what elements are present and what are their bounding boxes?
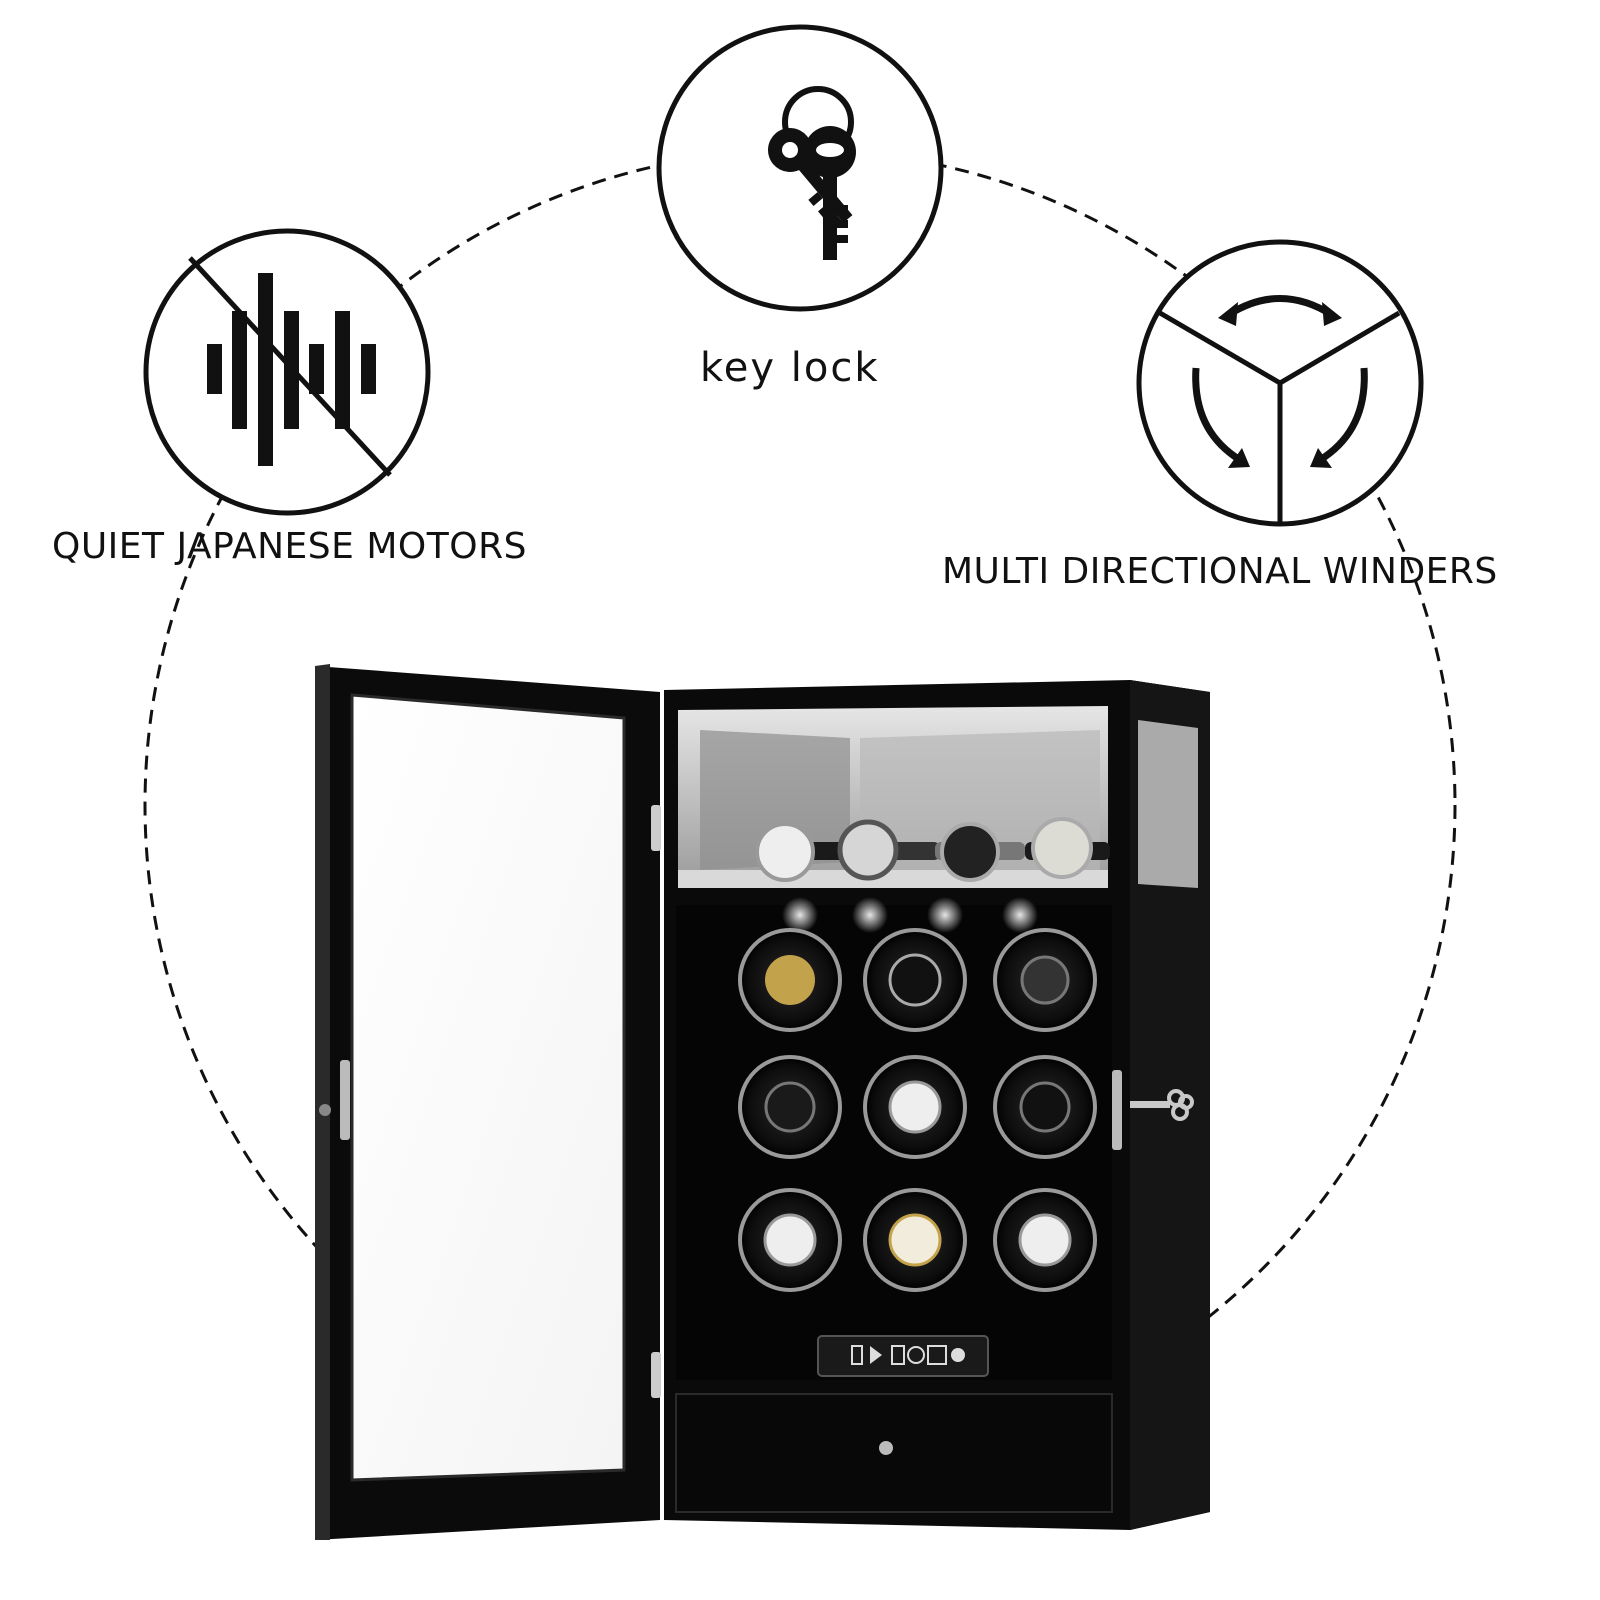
cabinet-door[interactable] [315, 664, 661, 1540]
feature-label-multi-directional: MULTI DIRECTIONAL WINDERS [942, 551, 1498, 592]
cabinet-drawer[interactable] [675, 1393, 1113, 1513]
battery-icon [851, 1345, 863, 1365]
winder-slot [863, 1188, 967, 1292]
winder-slot [738, 928, 842, 1032]
watch-winder-cabinet [315, 664, 1210, 1540]
feature-label-key-lock: key lock [700, 345, 880, 391]
winder-slot [993, 928, 1097, 1032]
cabinet-key[interactable] [1112, 1070, 1194, 1150]
winder-slot [863, 1055, 967, 1159]
rotation-arrows-icon [1136, 239, 1424, 527]
display-watch [755, 822, 850, 882]
winder-slot [993, 1055, 1097, 1159]
play-pause-icon [870, 1346, 882, 1364]
one-two-icon [891, 1345, 905, 1365]
display-watch [837, 819, 940, 881]
keys-icon [656, 24, 944, 312]
display-watch [1025, 817, 1110, 879]
display-watch [935, 822, 1025, 882]
winder-slot [993, 1188, 1097, 1292]
winder-slot [738, 1188, 842, 1292]
feature-label-quiet-motors: QUIET JAPANESE MOTORS [52, 526, 527, 567]
all-icon [927, 1345, 947, 1365]
control-panel[interactable] [817, 1335, 989, 1377]
moon-icon [907, 1346, 925, 1364]
light-icon [951, 1348, 965, 1362]
winder-slot [863, 928, 967, 1032]
winder-slot [738, 1055, 842, 1159]
no-sound-waves-icon [143, 228, 431, 516]
